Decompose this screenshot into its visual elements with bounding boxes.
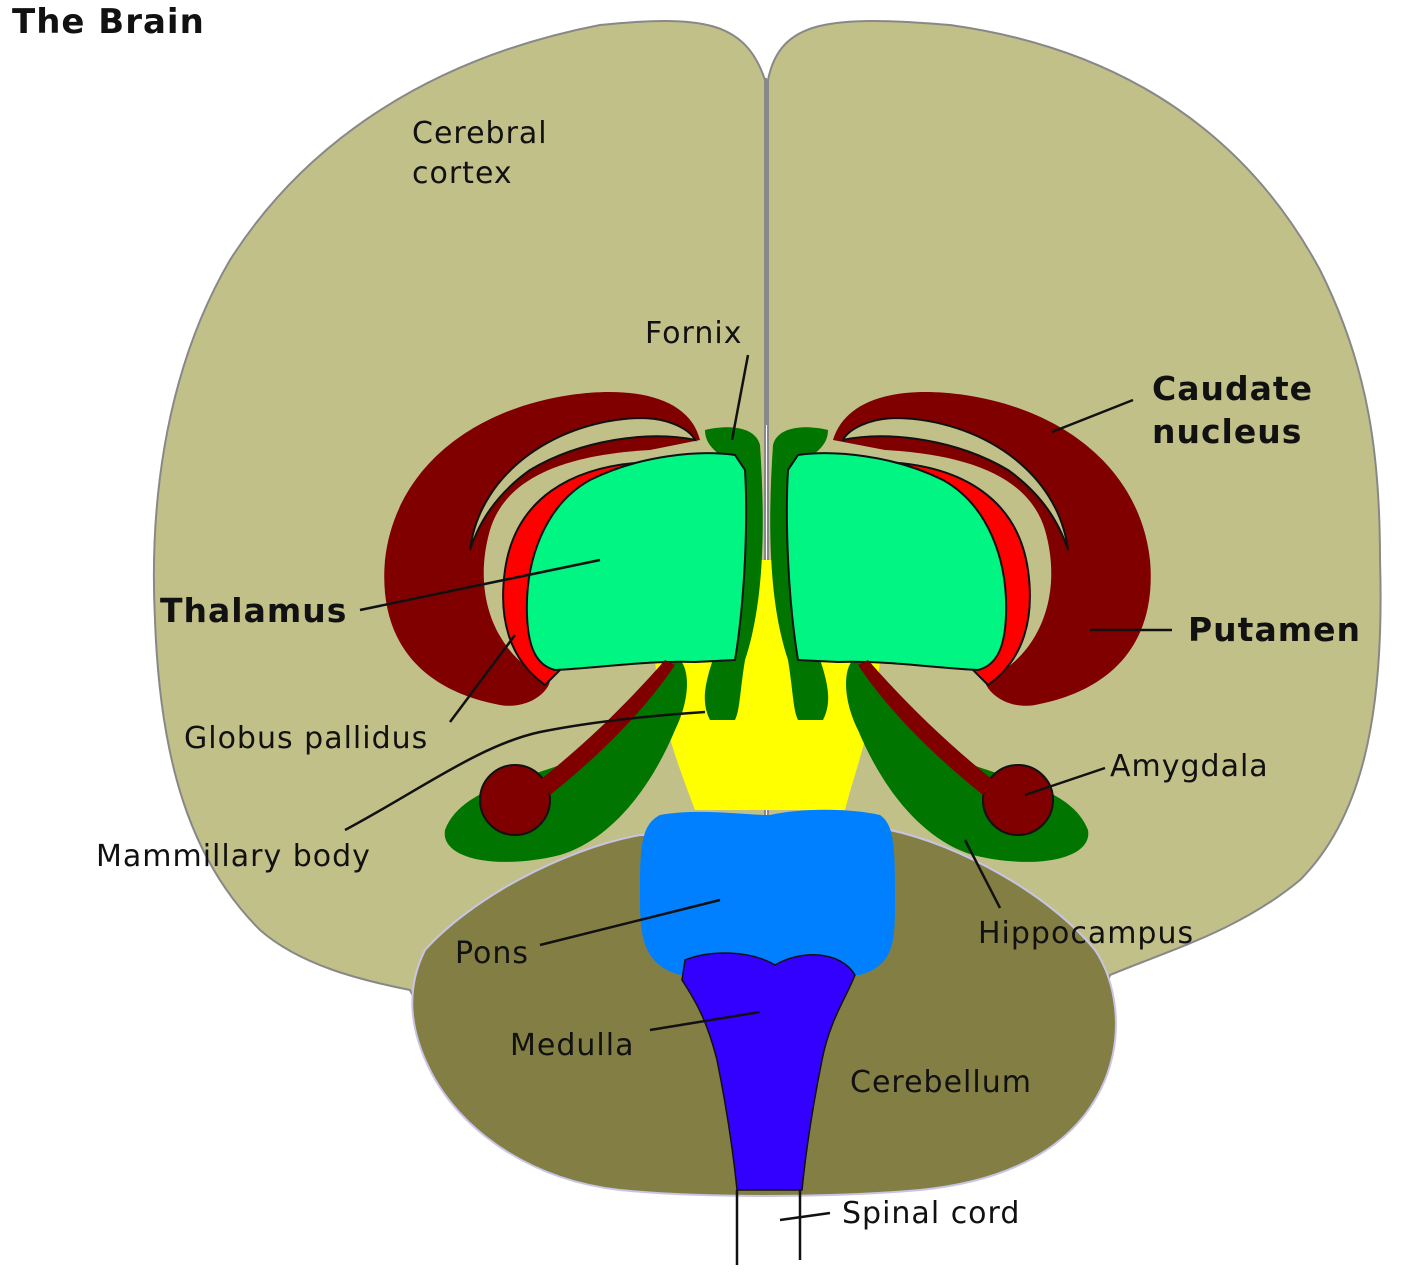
diagram-title: The Brain (12, 2, 205, 42)
hippocampus-leader (963, 839, 1002, 909)
label-medulla: Medulla (510, 1028, 634, 1063)
mammillary-leader (344, 710, 706, 832)
label-thalamus: Thalamus (160, 591, 347, 630)
right-caudate-putamen (833, 392, 1151, 706)
left-amygdala-tail (540, 660, 675, 795)
right-thalamus (785, 452, 1008, 672)
label-amygdala: Amygdala (1110, 749, 1269, 784)
right-amygdala (982, 764, 1054, 836)
right-caudate-gap (841, 416, 1069, 551)
label-spinal-cord: Spinal cord (842, 1196, 1020, 1231)
caudate-leader (1051, 398, 1134, 434)
label-caudate-line1: Caudate (1152, 369, 1313, 408)
pons (640, 809, 895, 975)
left-thalamus (525, 452, 748, 672)
right-amygdala-tail (858, 660, 993, 795)
label-globus-pallidus: Globus pallidus (184, 721, 428, 756)
label-cerebral-cortex-line2: cortex (412, 156, 513, 191)
label-cerebral-cortex-line1: Cerebral (412, 116, 548, 151)
medulla (681, 952, 856, 1191)
left-caudate-gap (469, 416, 697, 551)
thalamus-leader (359, 558, 601, 612)
medulla-leader (649, 1010, 761, 1032)
left-amygdala (479, 764, 551, 836)
label-putamen: Putamen (1188, 610, 1361, 649)
pons-leader (539, 898, 721, 947)
label-pons: Pons (455, 936, 529, 971)
label-hippocampus: Hippocampus (978, 916, 1194, 951)
label-caudate-line2: nucleus (1152, 412, 1302, 451)
label-cerebellum: Cerebellum (850, 1065, 1032, 1100)
label-fornix: Fornix (645, 316, 742, 351)
midbrain (655, 560, 880, 810)
spinal-cord-leader (779, 1211, 831, 1222)
label-mammillary-body: Mammillary body (96, 839, 371, 874)
fornix-leader (730, 354, 750, 441)
amygdala-leader (1024, 766, 1106, 797)
globus-pallidus-leader (448, 634, 517, 723)
left-caudate-putamen (384, 392, 700, 706)
